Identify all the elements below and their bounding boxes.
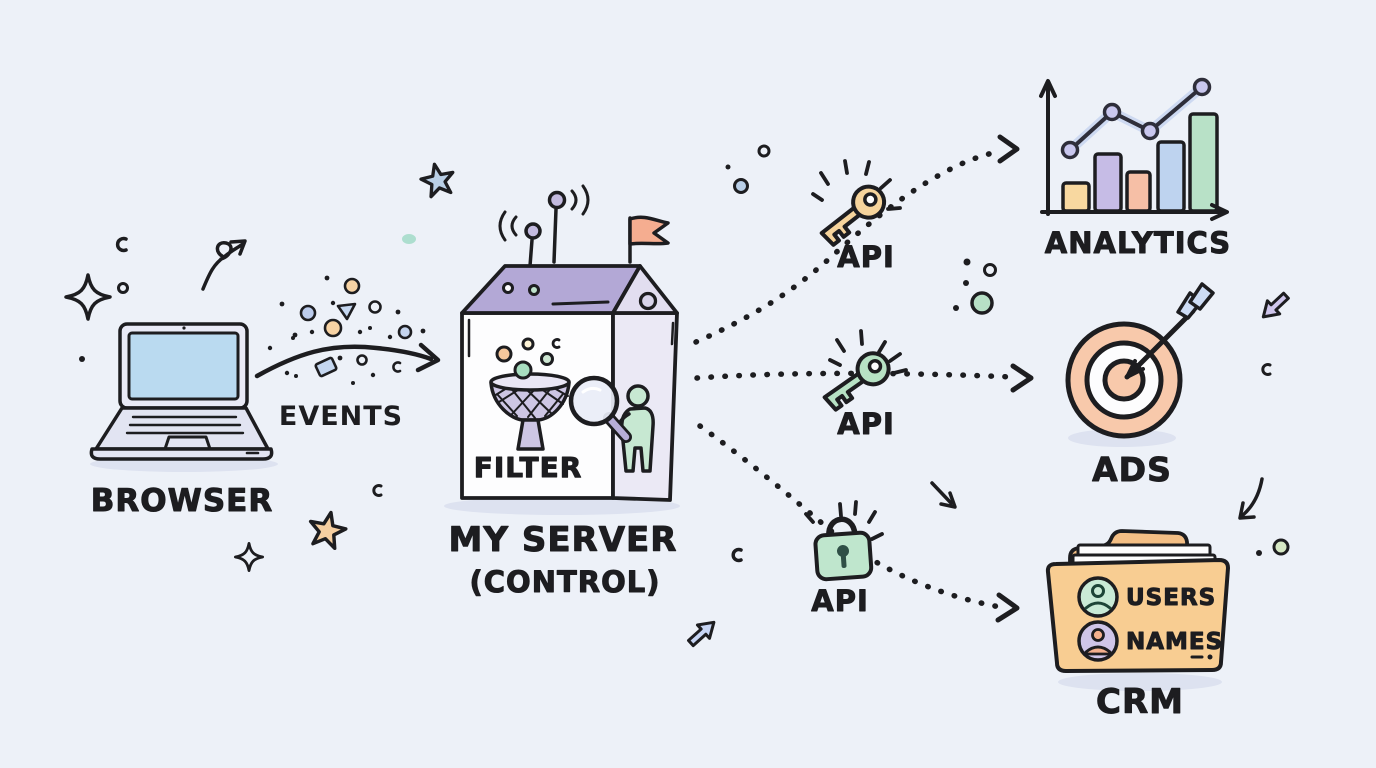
cursor-arrow-icon <box>1261 291 1290 319</box>
key-rays <box>828 329 908 375</box>
crm-label: CRM <box>1096 682 1184 722</box>
key-icon <box>822 351 891 412</box>
ring-dot-icon <box>983 263 997 277</box>
crm-node: USERS NAMES CRM <box>1045 529 1230 723</box>
crm-row-label: NAMES <box>1126 629 1223 655</box>
connector-to-crm <box>697 423 1003 610</box>
analytics-label: ANALYTICS <box>1045 226 1231 260</box>
cursor-arrow-icon <box>687 620 716 648</box>
c-squiggle-icon <box>1261 363 1272 376</box>
teal-blob <box>402 234 416 244</box>
ads-label: ADS <box>1092 450 1172 489</box>
magnifier-icon <box>568 375 632 443</box>
dot-icon <box>725 164 731 170</box>
connector-arrowhead <box>997 134 1020 164</box>
dot-icon <box>79 356 85 362</box>
server-node: FILTER MY SERVER (CONTROL) <box>444 184 680 600</box>
connector-arrowhead <box>995 592 1020 623</box>
funnel-icon <box>489 337 571 451</box>
connector-to-analytics <box>693 148 1005 345</box>
events-arc <box>254 344 434 379</box>
green-dot-icon <box>970 291 994 315</box>
key-icon <box>819 184 887 247</box>
window-icon <box>638 291 658 311</box>
server-subtitle: (CONTROL) <box>470 565 661 599</box>
filter-label: FILTER <box>474 451 583 484</box>
api-analytics-node: API <box>811 159 902 275</box>
connector-arrowhead <box>1010 363 1034 393</box>
crm-row-users: USERS <box>1077 576 1216 618</box>
padlock-rays <box>804 500 884 541</box>
curved-arrow-icon <box>1241 477 1264 517</box>
c-squiggle-icon <box>115 236 128 253</box>
event-particles <box>267 275 426 385</box>
events-label: EVENTS <box>279 401 403 432</box>
dot-icon <box>1256 550 1262 556</box>
api-label: API <box>811 584 869 618</box>
laptop-icon <box>89 322 274 461</box>
star-icon <box>308 510 348 551</box>
target-arrow-icon <box>1065 282 1215 439</box>
loop-arrow-icon <box>201 241 245 291</box>
star-icon <box>419 162 455 199</box>
dot-icon <box>963 280 969 286</box>
c-squiggle-icon <box>372 484 383 497</box>
padlock-icon <box>813 516 874 582</box>
small-arrow-icon <box>930 481 953 505</box>
analytics-node: ANALYTICS <box>1039 77 1231 261</box>
events-arrowhead <box>415 342 441 373</box>
sparkle-icon <box>64 273 112 321</box>
folder-shadow <box>1058 673 1222 691</box>
crm-row-label: USERS <box>1126 585 1216 611</box>
dot-icon <box>953 305 959 311</box>
decor-doodles <box>64 144 1290 648</box>
flag-icon <box>628 215 670 264</box>
events-flow: EVENTS <box>254 275 441 432</box>
api-label: API <box>837 240 895 274</box>
server-title: MY SERVER <box>449 520 678 560</box>
curved-arrowhead <box>1238 501 1256 520</box>
blue-dot-icon <box>733 178 749 194</box>
loop-arrowhead <box>229 239 247 256</box>
antenna-icon <box>498 184 590 268</box>
small-arrowhead <box>939 491 957 509</box>
c-squiggle-icon <box>731 547 743 563</box>
browser-node: BROWSER <box>89 322 278 520</box>
sparkle-icon <box>233 541 265 573</box>
ads-node: ADS <box>1065 282 1215 490</box>
api-crm-node: API <box>804 500 884 619</box>
ring-dot-icon <box>117 282 129 294</box>
green-dot-icon <box>1272 538 1290 556</box>
api-label: API <box>837 407 895 441</box>
dot-icon <box>963 258 971 266</box>
crm-row-names: NAMES <box>1077 620 1223 662</box>
bar-chart-icon <box>1039 77 1229 221</box>
browser-label: BROWSER <box>91 483 273 519</box>
ring-dot-icon <box>757 144 771 158</box>
key-rays <box>811 159 902 211</box>
api-ads-node: API <box>822 329 908 442</box>
house-shadow <box>444 497 680 515</box>
